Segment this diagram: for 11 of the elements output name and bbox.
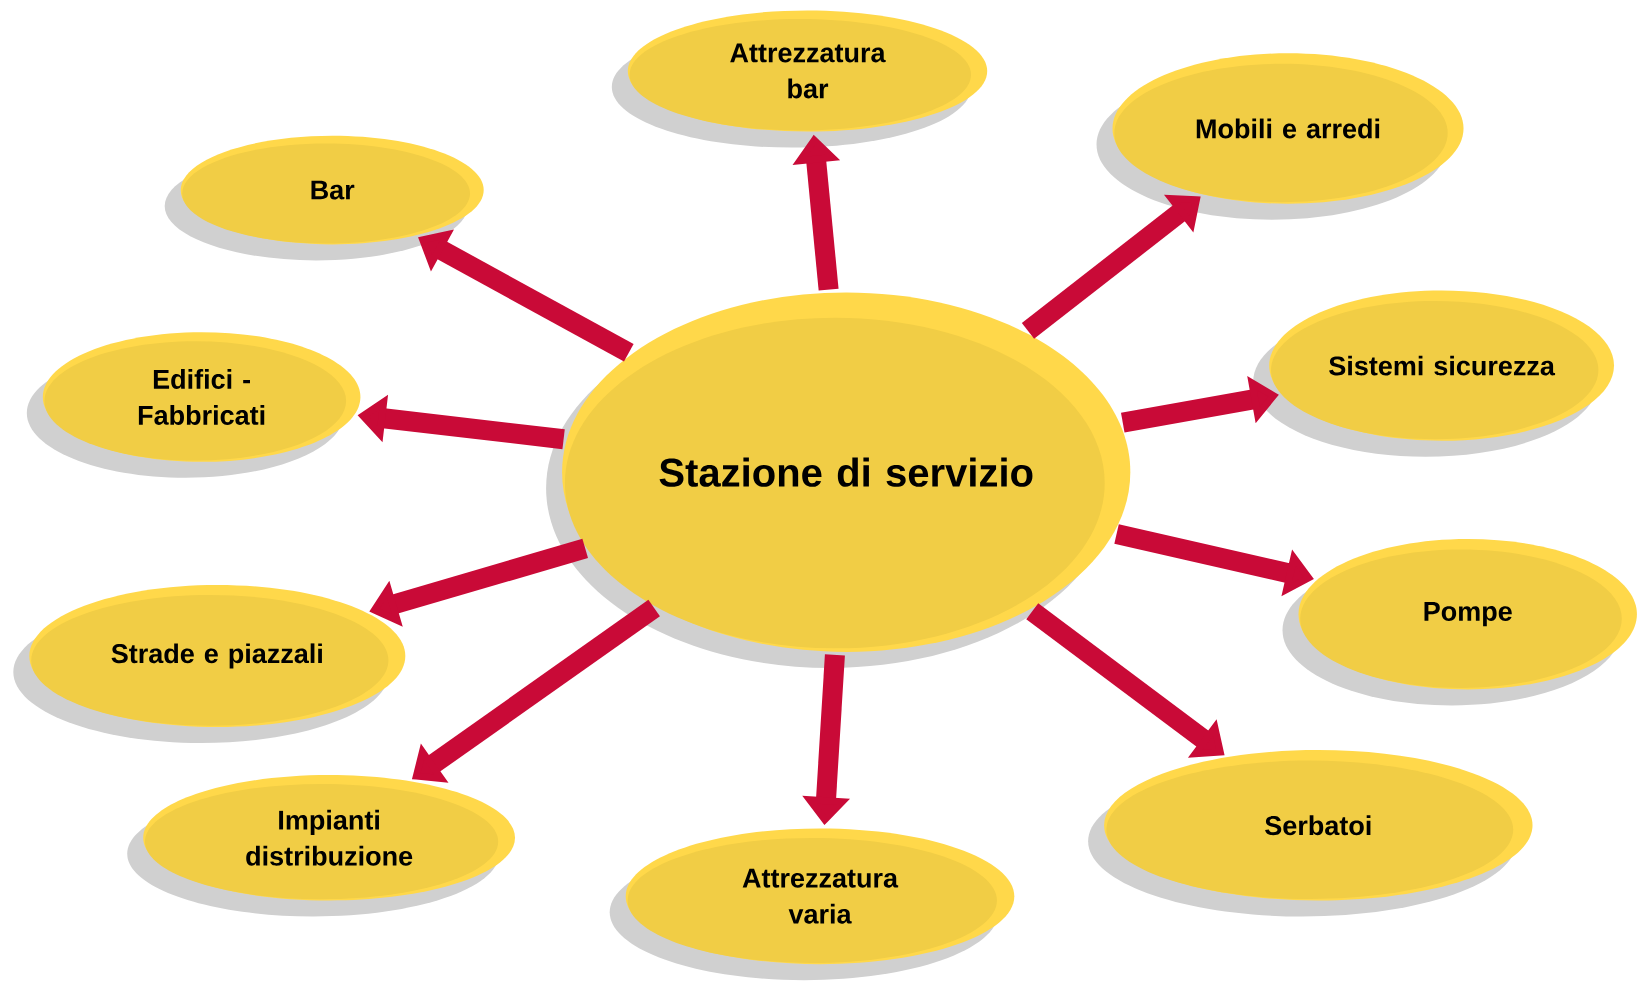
ellipse-node: Stazione di servizio bbox=[546, 292, 1131, 668]
ellipse-node: Attrezzatura varia bbox=[609, 828, 1015, 981]
ellipse-node: Bar bbox=[164, 135, 484, 261]
ellipse-node: Strade e piazzali bbox=[13, 585, 406, 743]
ellipse-node: Sistemi sicurezza bbox=[1253, 290, 1614, 457]
ellipse-node: Attrezzatura bar bbox=[611, 10, 988, 148]
ellipse-node: Pompe bbox=[1282, 539, 1637, 706]
ellipse-node: Edifici - Fabbricati bbox=[26, 332, 361, 478]
ellipse-node: Mobili e arredi bbox=[1096, 53, 1464, 220]
ellipse-node: Impianti distribuzione bbox=[127, 775, 515, 917]
ellipse-node: Serbatoi bbox=[1088, 750, 1533, 917]
